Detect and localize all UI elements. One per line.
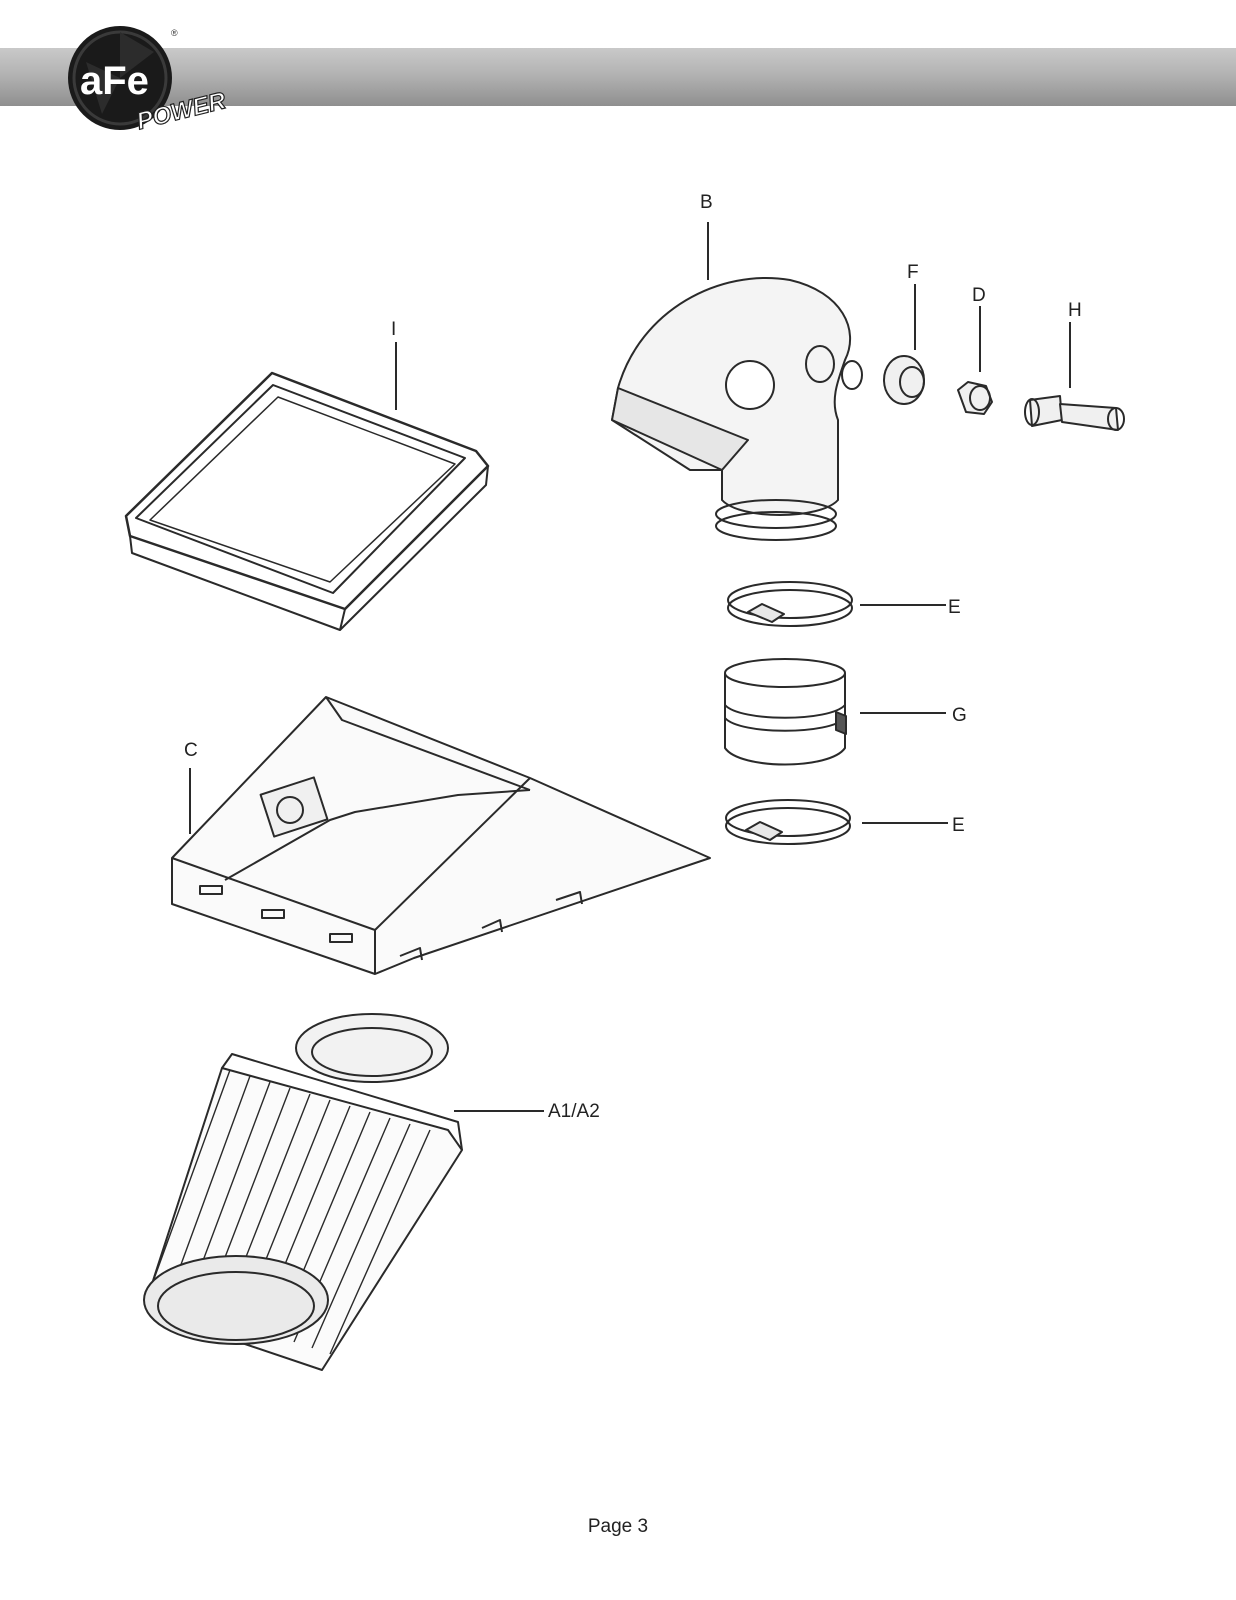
label-g: G	[952, 705, 967, 726]
part-f-grommet	[883, 355, 925, 405]
part-g-coupler	[724, 658, 847, 766]
part-a-filter	[143, 1013, 463, 1371]
label-f: F	[907, 262, 919, 283]
part-d-fitting	[957, 381, 993, 415]
part-c-airbox	[171, 696, 711, 975]
part-e-upper-clamp	[727, 581, 853, 627]
part-b-elbow	[611, 276, 863, 541]
header-bar	[0, 48, 1236, 106]
svg-text:®: ®	[171, 28, 178, 38]
part-e-lower-clamp	[725, 799, 851, 845]
label-i: I	[391, 319, 397, 340]
label-a1-a2: A1/A2	[548, 1101, 600, 1122]
label-d: D	[972, 285, 986, 306]
label-c: C	[184, 740, 198, 761]
part-h-barb	[1024, 395, 1125, 431]
label-h: H	[1068, 300, 1082, 321]
callout-leaders	[189, 222, 1071, 1112]
page-number: Page 3	[587, 1516, 649, 1537]
label-e-upper: E	[948, 597, 961, 618]
label-e-lower: E	[952, 815, 965, 836]
svg-text:aFe: aFe	[80, 59, 149, 103]
afe-power-logo: aFe ® POWER	[68, 26, 230, 136]
label-b: B	[700, 192, 713, 213]
part-i-frame	[124, 371, 490, 631]
